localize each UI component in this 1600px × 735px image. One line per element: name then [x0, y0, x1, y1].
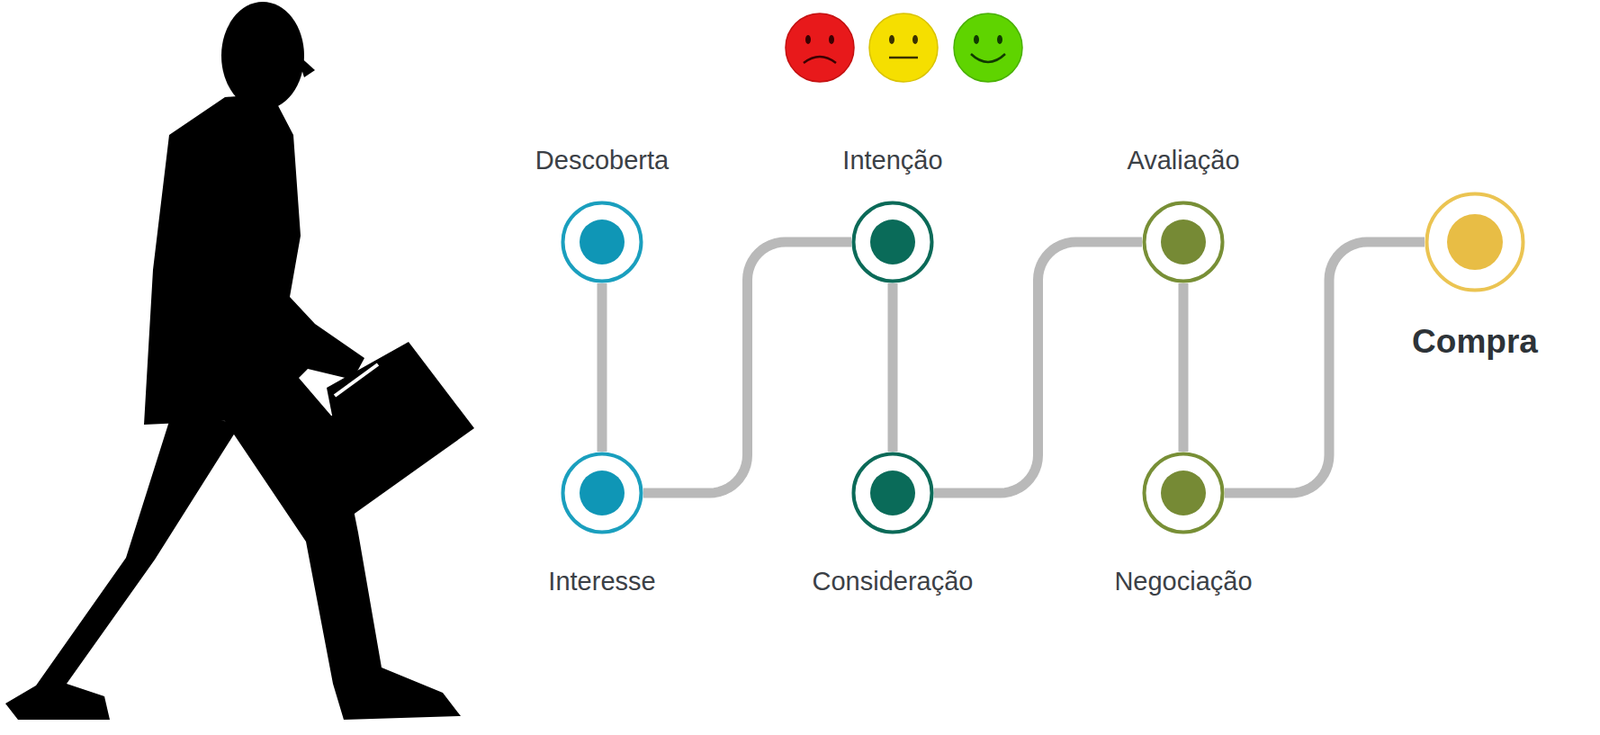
inner-dot [1447, 214, 1503, 270]
journey-connector [643, 242, 852, 494]
journey-connector [934, 242, 1142, 494]
label-holder: Consideração [812, 566, 974, 597]
stage-node: Negociação [1141, 451, 1225, 535]
stage-label: Consideração [812, 566, 974, 597]
walking-man-silhouette [5, 1, 475, 720]
label-holder: Avaliação [1126, 145, 1240, 176]
inner-dot [1160, 470, 1206, 516]
inner-dot [579, 219, 625, 265]
rating-faces [785, 13, 1023, 82]
ring-marker [851, 451, 935, 535]
ring-marker [560, 451, 644, 535]
outer-ring [853, 203, 933, 282]
ring-marker [1424, 191, 1526, 293]
ring-marker [1141, 451, 1225, 535]
stage-label: Avaliação [1126, 145, 1240, 176]
stage-label: Interesse [548, 566, 656, 597]
outer-ring [1427, 194, 1524, 291]
ring-marker [560, 200, 644, 284]
label-holder: Negociação [1114, 566, 1252, 597]
label-holder: Descoberta [535, 145, 669, 176]
label-holder: Compra [1411, 323, 1538, 362]
sad-face [785, 13, 854, 82]
journey-connector [1178, 283, 1189, 452]
outer-ring [563, 203, 642, 282]
journey-connector [1224, 242, 1425, 494]
journey-connector [888, 283, 899, 452]
stage-node: Intenção [851, 200, 935, 284]
label-holder: Intenção [842, 145, 943, 176]
stage-node: Avaliação [1141, 200, 1225, 284]
journey-connector [597, 283, 608, 452]
outer-ring [563, 454, 642, 533]
stage-node: Interesse [560, 451, 644, 535]
outer-ring [1144, 454, 1223, 533]
stage-label: Intenção [842, 145, 943, 176]
label-holder: Interesse [548, 566, 656, 597]
stage-node: Compra [1424, 191, 1526, 293]
inner-dot [1160, 219, 1206, 265]
stage-label: Descoberta [535, 145, 669, 176]
neutral-face [869, 13, 938, 82]
stage-node: Descoberta [560, 200, 644, 284]
inner-dot [870, 219, 916, 265]
ring-marker [1141, 200, 1225, 284]
stage-label: Negociação [1114, 566, 1252, 597]
outer-ring [853, 454, 933, 533]
stage-node: Consideração [851, 451, 935, 535]
outer-ring [1144, 203, 1223, 282]
inner-dot [870, 470, 916, 516]
inner-dot [579, 470, 625, 516]
stage-label: Compra [1411, 323, 1538, 362]
ring-marker [851, 200, 935, 284]
happy-face [953, 13, 1023, 82]
